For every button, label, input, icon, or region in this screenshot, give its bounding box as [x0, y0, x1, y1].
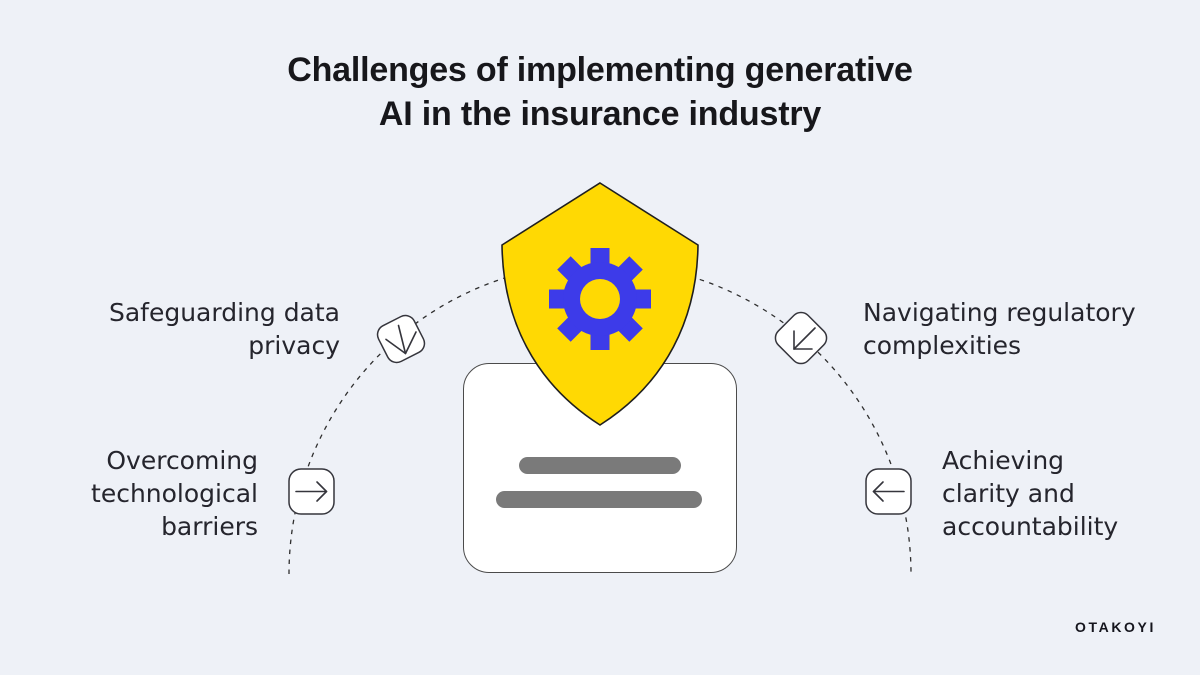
label-line: Navigating regulatory: [863, 298, 1136, 327]
label-navigating-regulatory-complexities: Navigating regulatory complexities: [863, 296, 1136, 362]
arrow-left-icon: [865, 468, 912, 515]
page-title: Challenges of implementing generative AI…: [0, 48, 1200, 136]
label-line: privacy: [248, 331, 340, 360]
arrow-down-left-icon: [774, 311, 828, 365]
label-line: Achieving: [942, 446, 1065, 475]
label-safeguarding-data-privacy: Safeguarding data privacy: [109, 296, 340, 362]
document-text-bar: [496, 491, 702, 508]
label-line: accountability: [942, 512, 1119, 541]
document-text-bar: [519, 457, 681, 474]
shield-icon: [501, 182, 699, 426]
title-line-1: Challenges of implementing generative: [287, 51, 913, 89]
label-line: technological: [91, 479, 258, 508]
label-line: barriers: [161, 512, 258, 541]
label-overcoming-technological-barriers: Overcoming technological barriers: [91, 444, 258, 543]
label-line: Safeguarding data: [108, 298, 340, 327]
arrow-down-icon: [376, 314, 426, 364]
arrow-right-icon: [288, 468, 335, 515]
label-achieving-clarity-and-accountability: Achieving clarity and accountability: [942, 444, 1118, 543]
title-line-2: AI in the insurance industry: [378, 95, 822, 133]
otakoyi-logo: OTAKOYI: [1075, 619, 1156, 635]
label-line: clarity and: [942, 479, 1075, 508]
label-line: complexities: [863, 331, 1022, 360]
gear-icon: [549, 248, 651, 350]
label-line: Overcoming: [106, 446, 258, 475]
